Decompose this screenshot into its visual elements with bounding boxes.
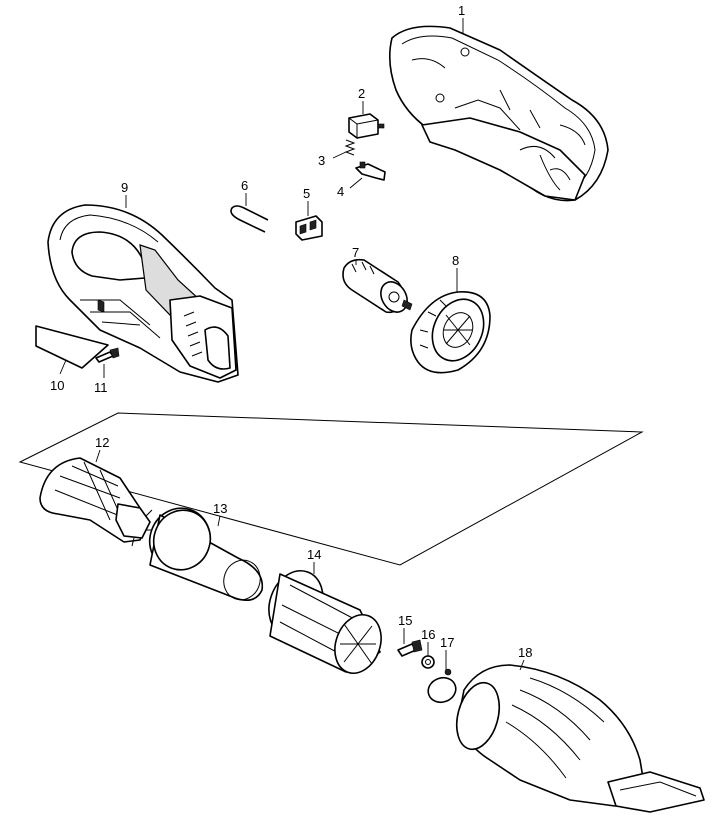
part-4-lever <box>355 161 386 181</box>
label-4: 4 <box>337 184 344 199</box>
part-12-filter-cage <box>39 457 154 547</box>
label-15: 15 <box>398 613 412 628</box>
part-14-prefilter <box>268 570 382 674</box>
part-1-housing <box>388 25 609 202</box>
label-6: 6 <box>241 178 248 193</box>
label-8: 8 <box>452 253 459 268</box>
part-10-pad <box>35 325 109 369</box>
label-17: 17 <box>440 635 454 650</box>
part-9-handle-housing <box>47 204 239 383</box>
label-3: 3 <box>318 153 325 168</box>
label-14: 14 <box>307 547 321 562</box>
part-7-motor <box>342 258 413 314</box>
label-11: 11 <box>94 380 108 395</box>
label-9: 9 <box>121 180 128 195</box>
part-16-washer <box>421 655 435 669</box>
part-6-wire-clip <box>230 205 269 233</box>
assembly-boundary <box>18 412 644 566</box>
part-3-spring <box>344 139 356 156</box>
label-7: 7 <box>352 245 359 260</box>
part-15-screw <box>397 639 423 657</box>
label-10: 10 <box>50 378 64 393</box>
label-12: 12 <box>95 435 109 450</box>
part-18-nozzle <box>455 664 705 813</box>
part-8-fan <box>410 291 491 374</box>
label-1: 1 <box>458 3 465 18</box>
part-13-cloth-filter <box>148 507 264 601</box>
label-16: 16 <box>421 627 435 642</box>
part-2-switch <box>348 113 385 139</box>
label-18: 18 <box>518 645 532 660</box>
part-11-screw <box>95 347 120 363</box>
label-13: 13 <box>213 501 227 516</box>
label-2: 2 <box>358 86 365 101</box>
label-5: 5 <box>303 186 310 201</box>
part-17-valve <box>427 668 457 704</box>
part-5-terminal <box>295 215 323 241</box>
